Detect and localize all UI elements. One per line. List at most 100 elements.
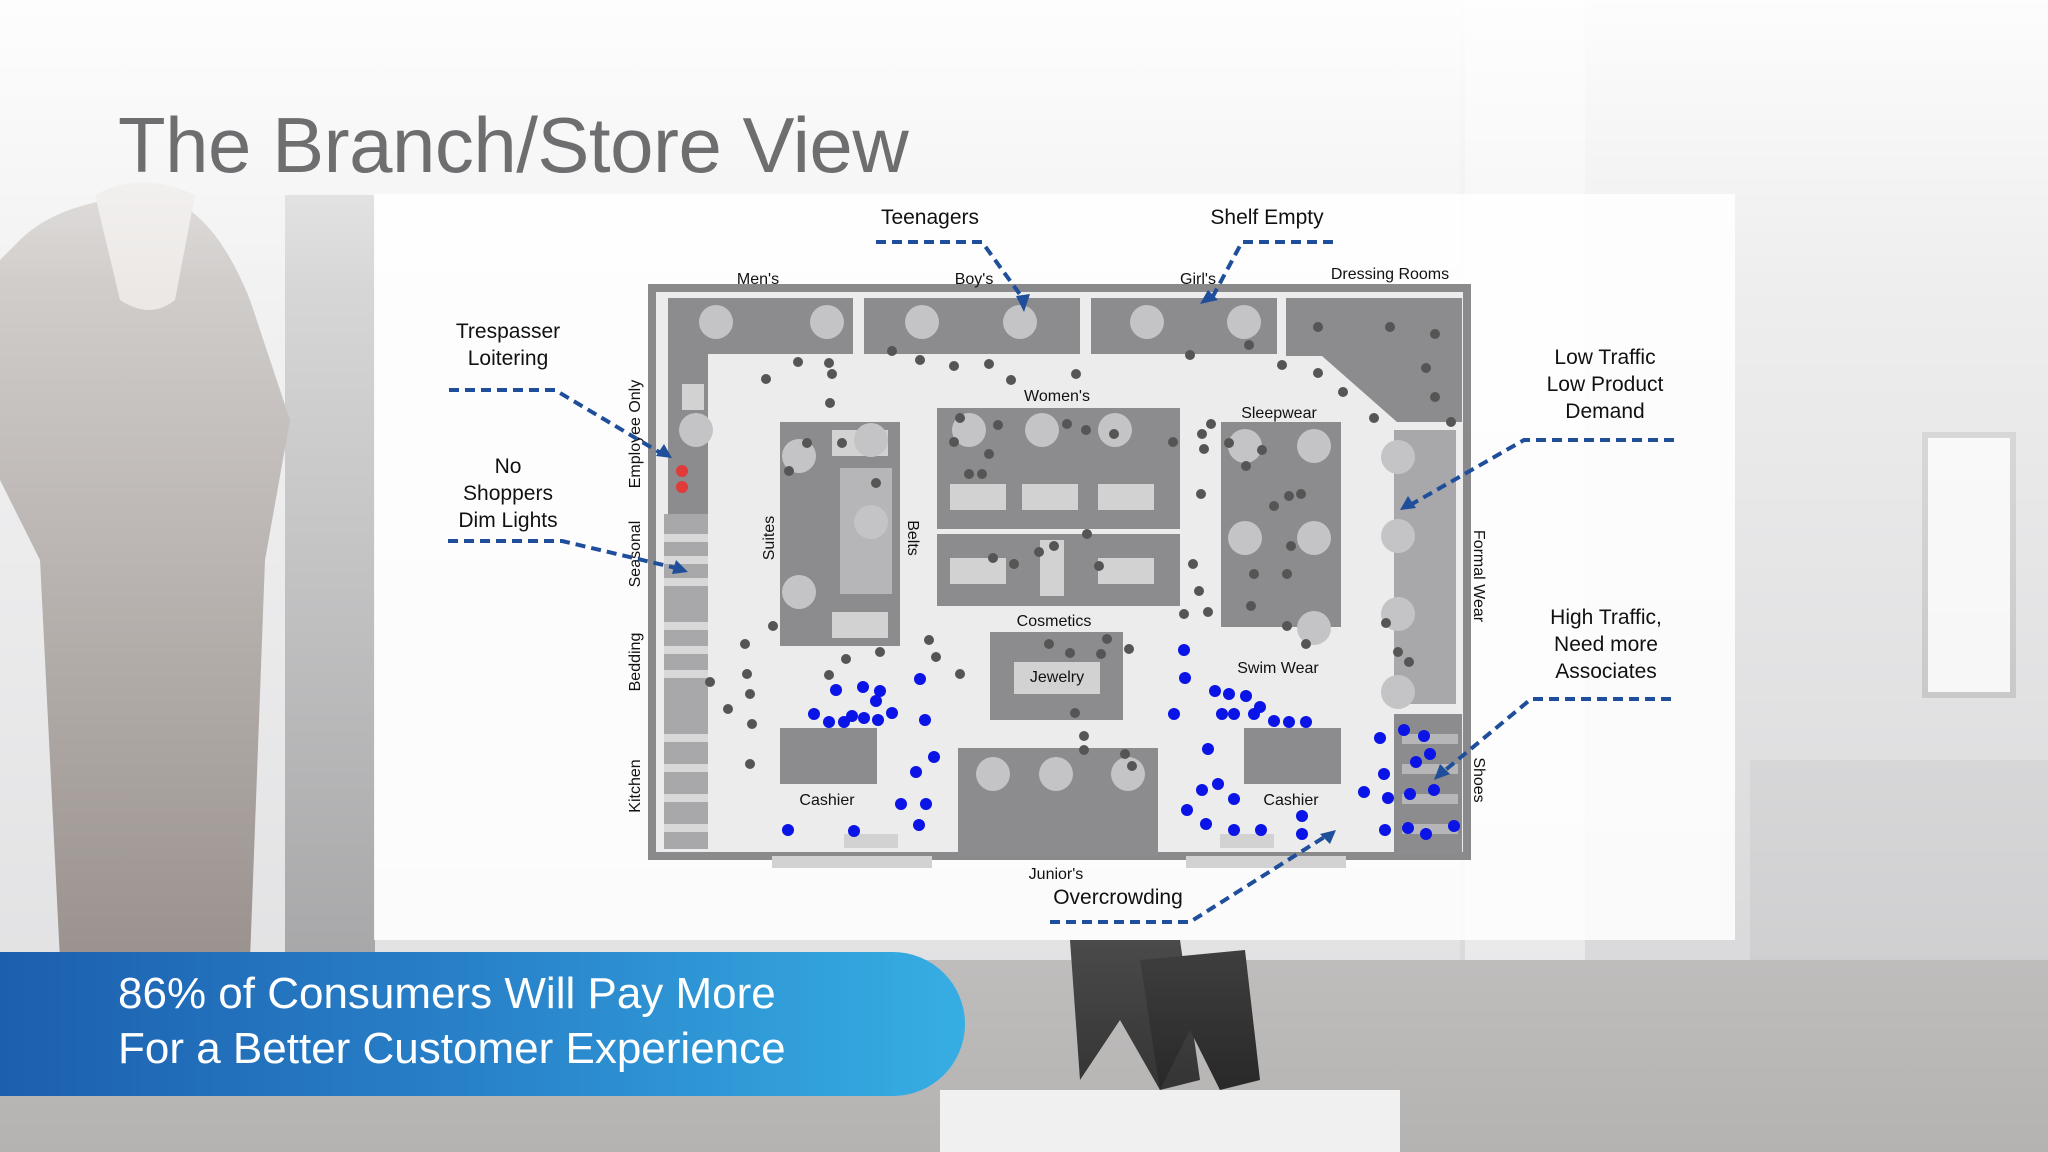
- active-shopper-dot: [808, 708, 820, 720]
- idle-shopper-dot: [1049, 541, 1059, 551]
- stat-banner: [0, 952, 965, 1096]
- active-shopper-dot: [1255, 824, 1267, 836]
- idle-shopper-dot: [984, 449, 994, 459]
- active-shopper-dot: [1202, 743, 1214, 755]
- display-table: [1228, 429, 1262, 463]
- display-table: [854, 505, 888, 539]
- idle-shopper-dot: [1124, 644, 1134, 654]
- display-table: [905, 305, 939, 339]
- label-employee-only: Employee Only: [627, 380, 644, 489]
- label-kitchen: Kitchen: [627, 759, 644, 812]
- active-shopper-dot: [886, 707, 898, 719]
- active-shopper-dot: [1178, 644, 1190, 656]
- label-sleepwear: Sleepwear: [1241, 405, 1317, 422]
- active-shopper-dot: [1179, 672, 1191, 684]
- idle-shopper-dot: [1249, 569, 1259, 579]
- display-tables: [679, 305, 1415, 791]
- boys-section: [864, 298, 1080, 354]
- active-shopper-dot: [1196, 784, 1208, 796]
- idle-shopper-dot: [949, 361, 959, 371]
- idle-shopper-dot: [1081, 425, 1091, 435]
- active-shopper-dot: [1296, 828, 1308, 840]
- idle-shopper-dot: [1044, 639, 1054, 649]
- idle-shopper-dot: [1006, 375, 1016, 385]
- cashier-right-counter: [1244, 728, 1341, 784]
- idle-shopper-dot: [1430, 329, 1440, 339]
- idle-shopper-dot: [1313, 368, 1323, 378]
- idle-shopper-dot: [1034, 547, 1044, 557]
- idle-shopper-dot: [1206, 419, 1216, 429]
- active-shopper-dot: [1240, 690, 1252, 702]
- display-table: [1381, 440, 1415, 474]
- idle-shopper-dot: [871, 478, 881, 488]
- active-shopper-dot: [1212, 778, 1224, 790]
- idle-shopper-dot: [1109, 429, 1119, 439]
- idle-shopper-dot: [1127, 761, 1137, 771]
- stat-banner-text: 86% of Consumers Will Pay More For a Bet…: [118, 966, 786, 1076]
- active-shopper-dot: [870, 695, 882, 707]
- display-table: [854, 423, 888, 457]
- active-shopper-dot: [1404, 788, 1416, 800]
- idle-shopper-dot: [949, 437, 959, 447]
- idle-shopper-dot: [964, 469, 974, 479]
- idle-shopper-dot: [1404, 657, 1414, 667]
- idle-shopper-dot: [1199, 444, 1209, 454]
- idle-shopper-dot: [915, 355, 925, 365]
- slide-title: The Branch/Store View: [118, 101, 909, 189]
- active-shopper-dot: [1418, 730, 1430, 742]
- idle-shopper-dot: [1185, 350, 1195, 360]
- idle-shopper-dot: [1102, 634, 1112, 644]
- idle-shopper-dot: [955, 413, 965, 423]
- idle-shopper-dot: [761, 374, 771, 384]
- idle-shopper-dot: [1168, 437, 1178, 447]
- active-shopper-dot: [1181, 804, 1193, 816]
- label-womens: Women's: [1024, 388, 1090, 405]
- active-shopper-dot: [1378, 768, 1390, 780]
- active-shopper-dot: [1402, 822, 1414, 834]
- callout-shelf-empty: Shelf Empty: [1210, 206, 1324, 229]
- store-floor-plan: Men's Boy's Girl's Dressing Rooms Women'…: [448, 206, 1674, 924]
- display-table: [1297, 611, 1331, 645]
- idle-shopper-dot: [1197, 429, 1207, 439]
- active-shopper-dot: [1168, 708, 1180, 720]
- dressing-rooms-section: [1286, 298, 1462, 422]
- idle-shopper-dot: [1385, 322, 1395, 332]
- active-shopper-dot: [919, 714, 931, 726]
- active-shopper-dot: [910, 766, 922, 778]
- display-table: [1111, 757, 1145, 791]
- active-shopper-dot: [846, 710, 858, 722]
- label-girls: Girl's: [1180, 271, 1216, 288]
- idle-shopper-dot: [887, 346, 897, 356]
- active-shopper-dot: [1283, 716, 1295, 728]
- formal-wear-section: [1394, 430, 1456, 704]
- display-table: [1381, 519, 1415, 553]
- idle-shopper-dot: [824, 358, 834, 368]
- bedding-section: [664, 604, 708, 709]
- callout-high-traffic-line1: High Traffic,: [1550, 606, 1662, 629]
- active-shopper-dot: [1448, 820, 1460, 832]
- idle-shopper-dot: [1070, 708, 1080, 718]
- label-swim-wear: Swim Wear: [1237, 660, 1319, 677]
- active-shopper-dot: [1296, 810, 1308, 822]
- display-table: [1130, 305, 1164, 339]
- label-suites: Suites: [761, 516, 778, 560]
- idle-shopper-dot: [802, 438, 812, 448]
- shopper-dots: [676, 322, 1460, 840]
- idle-shopper-dot: [1194, 586, 1204, 596]
- display-table: [1227, 305, 1261, 339]
- active-shopper-dot: [1228, 824, 1240, 836]
- active-shopper-dot: [1216, 708, 1228, 720]
- idle-shopper-dot: [875, 647, 885, 657]
- callout-trespasser-line1: Trespasser: [456, 320, 560, 343]
- display-table: [1003, 305, 1037, 339]
- label-cashier-right: Cashier: [1263, 792, 1319, 809]
- idle-shopper-dot: [740, 639, 750, 649]
- idle-shopper-dot: [768, 621, 778, 631]
- idle-shopper-dot: [1188, 559, 1198, 569]
- idle-shopper-dot: [793, 357, 803, 367]
- idle-shopper-dot: [745, 689, 755, 699]
- active-shopper-dot: [928, 751, 940, 763]
- idle-shopper-dot: [1082, 529, 1092, 539]
- active-shopper-dot: [1410, 756, 1422, 768]
- idle-shopper-dot: [827, 369, 837, 379]
